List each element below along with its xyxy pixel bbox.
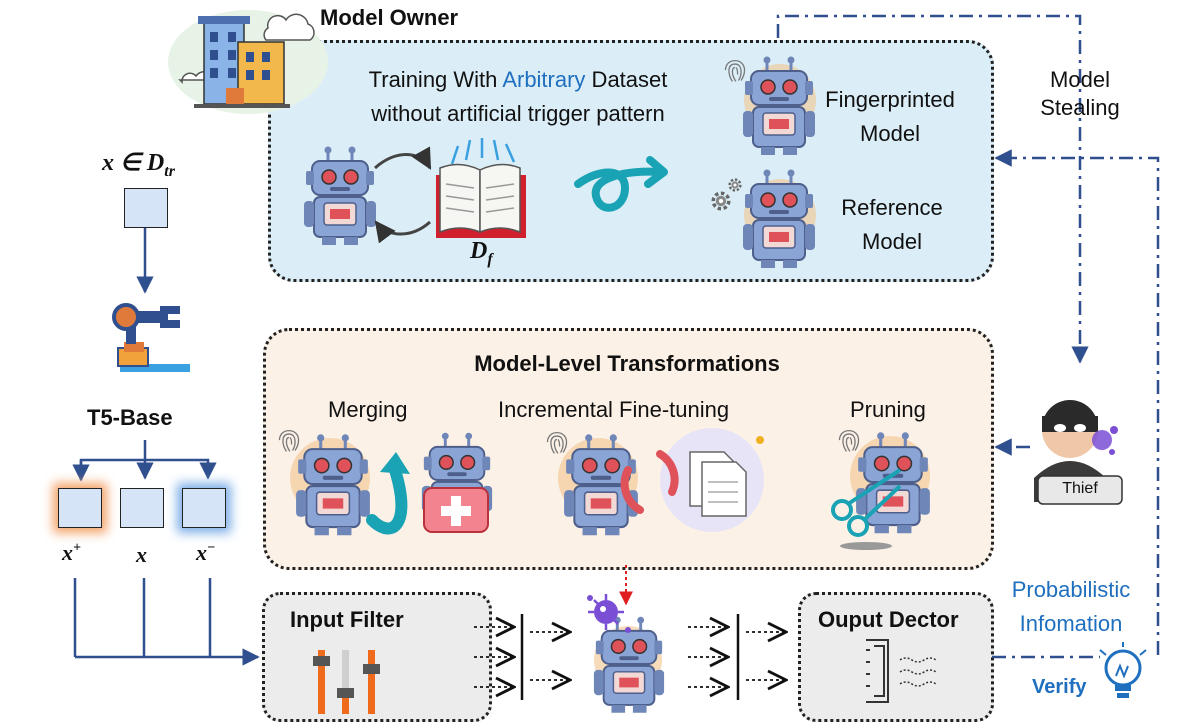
positive-sample-label: x+	[62, 540, 81, 565]
robot-icon	[302, 145, 378, 245]
verify-label: Verify	[1032, 676, 1087, 698]
encoder-robot-arm-icon	[112, 303, 190, 372]
documents-icon	[689, 451, 747, 517]
dataset-label: Df	[470, 238, 493, 268]
positive-sample-box	[58, 488, 102, 528]
negative-sample-box	[182, 488, 226, 528]
negative-sample-label: x−	[196, 540, 216, 565]
encoder-label: T5-Base	[87, 405, 173, 430]
transformations-title: Model-Level Transformations	[474, 351, 780, 376]
original-sample-box	[120, 488, 164, 528]
virus-icon	[587, 594, 631, 633]
building-cloud-icon	[168, 10, 328, 114]
input-set-label: x ∈ Dtr	[102, 150, 175, 180]
teal-swirl-arrow	[574, 167, 664, 212]
input-filter-label: Input Filter	[290, 607, 404, 632]
lightbulb-icon	[1099, 642, 1147, 698]
dataset-book-icon	[436, 138, 526, 238]
training-caption-line2: without artificial trigger pattern	[371, 101, 665, 126]
pruning-label: Pruning	[850, 397, 926, 422]
gear-icon	[711, 191, 731, 211]
arbitrary-highlight: Arbitrary	[502, 67, 586, 92]
model-owner-title: Model Owner	[320, 5, 459, 30]
thief-icon	[1034, 400, 1123, 505]
merging-label: Merging	[328, 397, 408, 422]
original-sample-label: x	[136, 542, 147, 567]
training-caption-line1: Training With Arbitrary Dataset	[368, 67, 668, 92]
finetuning-label: Incremental Fine-tuning	[498, 397, 730, 422]
detector-icon	[866, 639, 937, 703]
input-sample-box	[124, 188, 168, 228]
input-filter-panel	[262, 592, 492, 722]
scissors-icon	[831, 468, 902, 550]
slider-filter-icon	[313, 650, 380, 714]
output-detector-label: Ouput Dector	[818, 607, 959, 632]
thief-label: Thief	[1062, 480, 1098, 497]
